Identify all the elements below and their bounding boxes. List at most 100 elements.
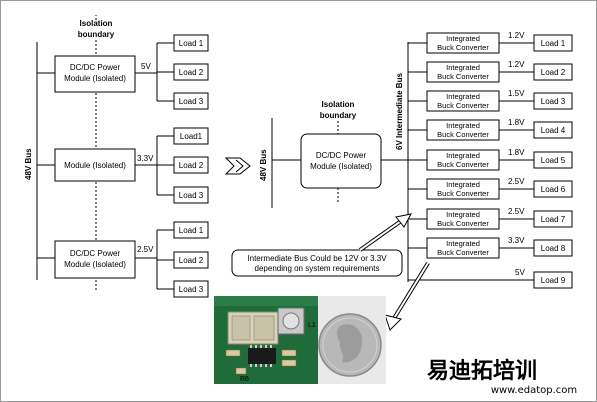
left-m1-load-3: Load 3 bbox=[179, 97, 204, 106]
left-isolation-label-line1: Isolation bbox=[80, 19, 113, 28]
buck-converter-voltage: 1.8V bbox=[508, 148, 525, 157]
left-m1-load-2: Load 2 bbox=[179, 68, 204, 77]
buck-converter-label-line1: Integrated bbox=[446, 151, 480, 160]
buck-load-box bbox=[533, 63, 573, 81]
svg-text:DC/DC Power: DC/DC Power bbox=[316, 151, 367, 160]
buck-load-label: Load 3 bbox=[541, 97, 566, 106]
buck-load-box bbox=[533, 34, 573, 52]
buck-load-label: Load 5 bbox=[541, 156, 566, 165]
left-architecture: 48V Bus Isolation boundary DC/DC Power M… bbox=[24, 15, 209, 298]
left-module-3: DC/DC Power Module (Isolated) 2.5V Load … bbox=[37, 221, 209, 298]
buck-load-label: Load 1 bbox=[541, 39, 566, 48]
buck-load-label: Load 7 bbox=[541, 215, 566, 224]
buck-converter-voltage: 1.8V bbox=[508, 118, 525, 127]
buck-converter-label-line1: Integrated bbox=[446, 34, 480, 43]
buck-load-box bbox=[533, 92, 573, 110]
svg-text:DC/DC Power: DC/DC Power bbox=[70, 249, 121, 258]
svg-text:Module (Isolated): Module (Isolated) bbox=[310, 162, 372, 171]
left-module-2: Module (Isolated) 3.3V Load1 Load 2 Load… bbox=[37, 127, 209, 204]
buck-converter-voltage: 2.5V bbox=[508, 177, 525, 186]
left-m2-load-2: Load 2 bbox=[179, 161, 204, 170]
svg-text:Intermediate Bus Could be 12V: Intermediate Bus Could be 12V or 3.3V bbox=[247, 254, 387, 263]
buck-converter-label-line2: Buck Converter bbox=[437, 43, 489, 52]
svg-text:Module (Isolated): Module (Isolated) bbox=[64, 74, 126, 83]
left-module-2-box bbox=[54, 148, 136, 182]
transition-arrow-icon bbox=[224, 157, 251, 175]
callout-box bbox=[231, 249, 403, 277]
left-module-1-voltage: 5V bbox=[141, 62, 151, 71]
buck-converter-label-line2: Buck Converter bbox=[437, 160, 489, 169]
buck-load-label: Load 2 bbox=[541, 68, 566, 77]
buck-converter-label-line1: Integrated bbox=[446, 239, 480, 248]
buck-load-box bbox=[533, 151, 573, 169]
left-isolation-label-line2: boundary bbox=[78, 30, 115, 39]
middle-architecture: 48V Bus Isolation boundary DC/DC Power M… bbox=[259, 100, 408, 208]
buck-converter-voltage: 1.2V bbox=[508, 31, 525, 40]
buck-converter-label-line2: Buck Converter bbox=[437, 219, 489, 228]
left-m3-load-1: Load 1 bbox=[179, 226, 204, 235]
buck-converter-voltage: 1.5V bbox=[508, 89, 525, 98]
buck-load-box bbox=[533, 210, 573, 228]
pcb-label-l1: L1 bbox=[308, 322, 316, 329]
left-module-3-voltage: 2.5V bbox=[137, 245, 154, 254]
buck-load-box bbox=[533, 239, 573, 257]
left-m3-load-2: Load 2 bbox=[179, 256, 204, 265]
left-m2-load-1: Load1 bbox=[180, 132, 203, 141]
buck-converter-label-line1: Integrated bbox=[446, 92, 480, 101]
left-m3-load-3: Load 3 bbox=[179, 285, 204, 294]
direct-load-box bbox=[533, 271, 573, 289]
left-module-2-label: Module (Isolated) bbox=[64, 161, 126, 170]
middle-isolation-label-line2: boundary bbox=[320, 111, 357, 120]
buck-converter-label-line2: Buck Converter bbox=[437, 72, 489, 81]
pcb-label-r6: R6 bbox=[240, 376, 249, 383]
watermark-cn: 易迪拓培训 bbox=[427, 358, 537, 384]
left-module-3-box bbox=[54, 240, 136, 279]
left-module-1-box bbox=[54, 55, 136, 93]
svg-text:Module (Isolated): Module (Isolated) bbox=[64, 260, 126, 269]
middle-isolation-label-line1: Isolation bbox=[322, 100, 355, 109]
intermediate-bus-callout: Intermediate Bus Could be 12V or 3.3V de… bbox=[231, 213, 412, 277]
buck-converter-label-line2: Buck Converter bbox=[437, 101, 489, 110]
svg-text:DC/DC Power: DC/DC Power bbox=[70, 63, 121, 72]
svg-text:depending on system requiremen: depending on system requirements bbox=[255, 264, 380, 273]
intermediate-bus-label: 6V Intermediate Bus bbox=[395, 73, 404, 150]
middle-bus-label: 48V Bus bbox=[259, 149, 268, 181]
watermark-url: www.edatop.com bbox=[491, 385, 577, 396]
buck-converter-label-line1: Integrated bbox=[446, 180, 480, 189]
buck-converter-voltage: 2.5V bbox=[508, 207, 525, 216]
direct-voltage: 5V bbox=[515, 268, 525, 277]
buck-converter-label-line1: Integrated bbox=[446, 63, 480, 72]
left-bus-label: 48V Bus bbox=[24, 148, 33, 180]
direct-load-label: Load 9 bbox=[541, 276, 566, 285]
buck-converter-label-line2: Buck Converter bbox=[437, 189, 489, 198]
photo-pointer-arrow bbox=[384, 261, 430, 331]
buck-converter-label-line1: Integrated bbox=[446, 210, 480, 219]
buck-load-label: Load 6 bbox=[541, 185, 566, 194]
pcb-ic-chip bbox=[248, 348, 276, 364]
buck-converter-voltage: 3.3V bbox=[508, 236, 525, 245]
left-module-1: DC/DC Power Module (Isolated) 5V Load 1 … bbox=[37, 34, 209, 110]
left-m2-load-3: Load 3 bbox=[179, 191, 204, 200]
buck-converter-label-line1: Integrated bbox=[446, 121, 480, 130]
buck-load-label: Load 8 bbox=[541, 244, 566, 253]
left-m1-load-1: Load 1 bbox=[179, 39, 204, 48]
buck-load-box bbox=[533, 121, 573, 139]
buck-converter-label-line2: Buck Converter bbox=[437, 248, 489, 257]
buck-load-box bbox=[533, 180, 573, 198]
middle-module-box bbox=[300, 133, 382, 189]
watermark: 易迪拓培训 www.edatop.com bbox=[427, 358, 577, 396]
module-photo: L1 R6 bbox=[214, 296, 386, 384]
buck-load-label: Load 4 bbox=[541, 126, 566, 135]
